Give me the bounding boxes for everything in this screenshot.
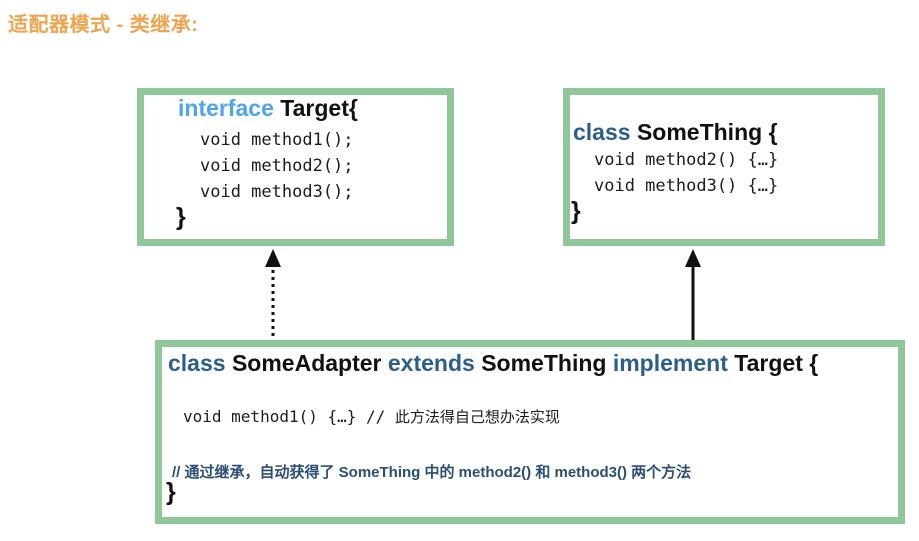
- target-keyword: interface: [178, 95, 274, 121]
- target-member-3: void method3();: [200, 182, 354, 202]
- something-close-brace: }: [571, 197, 581, 225]
- extends-arrow: [685, 249, 701, 343]
- adapter-keyword-extends: extends: [387, 350, 475, 376]
- adapter-signature: class SomeAdapter extends SomeThing impl…: [168, 350, 818, 377]
- adapter-method-comment: 此方法得自己想办法实现: [394, 409, 560, 426]
- something-open-brace: {: [768, 119, 778, 145]
- page-title: 适配器模式 - 类继承:: [8, 14, 199, 36]
- target-member-2: void method2();: [200, 156, 354, 176]
- target-open-brace: {: [348, 95, 358, 121]
- target-close-brace: }: [176, 203, 186, 231]
- adapter-keyword-class: class: [168, 350, 226, 376]
- adapter-method-code: void method1() {…} //: [183, 407, 395, 426]
- something-member-2: void method3() {…}: [594, 176, 779, 196]
- adapter-keyword-implement: implement: [612, 350, 728, 376]
- adapter-super-name: SomeThing: [481, 350, 607, 376]
- adapter-interface-name: Target: [734, 350, 803, 376]
- something-class-box: [563, 88, 885, 246]
- target-interface-box: [137, 88, 454, 246]
- something-member-1: void method2() {…}: [594, 150, 779, 170]
- adapter-close-brace: }: [166, 478, 176, 506]
- something-signature: class SomeThing {: [573, 119, 778, 146]
- adapter-open-brace: {: [809, 350, 819, 376]
- something-name: SomeThing: [636, 119, 763, 145]
- adapter-name: SomeAdapter: [231, 350, 382, 376]
- adapter-inheritance-note: // 通过继承，自动获得了 SomeThing 中的 method2() 和 m…: [172, 464, 692, 481]
- adapter-class-box: [155, 340, 905, 524]
- target-signature: interface Target{: [178, 95, 358, 122]
- implements-arrow: [265, 249, 281, 343]
- target-name: Target: [280, 95, 349, 121]
- target-member-1: void method1();: [200, 130, 354, 150]
- something-keyword: class: [573, 119, 631, 145]
- adapter-method-line: void method1() {…} // 此方法得自己想办法实现: [183, 406, 560, 427]
